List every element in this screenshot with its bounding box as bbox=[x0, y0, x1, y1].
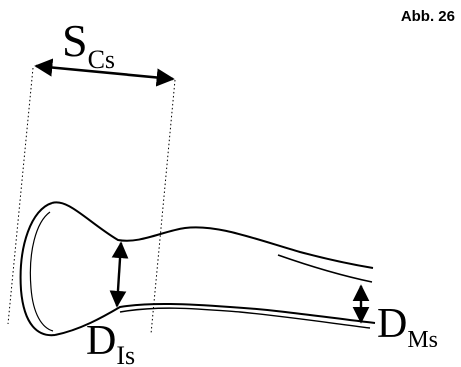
bone-upper-contour bbox=[51, 201, 374, 269]
bone-upper-secondary bbox=[277, 254, 373, 283]
label-s-cs: SCs bbox=[62, 15, 115, 74]
label-d-ms: DMs bbox=[377, 301, 438, 353]
bone-lower-secondary bbox=[119, 307, 371, 329]
extension-line-right bbox=[150, 79, 176, 335]
extension-line-left bbox=[7, 67, 34, 325]
label-d-ms-main: D bbox=[377, 301, 407, 347]
label-d-is: DIs bbox=[86, 318, 135, 367]
figure-number-label: Abb. 26 bbox=[400, 8, 455, 25]
d-is-dimension-arrow bbox=[109, 241, 129, 308]
label-d-is-main: D bbox=[86, 318, 116, 364]
bone-lower-contour bbox=[54, 302, 376, 336]
bone-head-outer bbox=[19, 202, 56, 337]
label-s-cs-sub: Cs bbox=[88, 45, 115, 74]
label-s-cs-main: S bbox=[62, 15, 88, 66]
label-d-is-sub: Is bbox=[116, 341, 135, 367]
s-cs-dimension-arrow bbox=[34, 58, 175, 87]
bone-head-inner bbox=[29, 211, 54, 332]
label-d-ms-sub: Ms bbox=[407, 327, 438, 353]
